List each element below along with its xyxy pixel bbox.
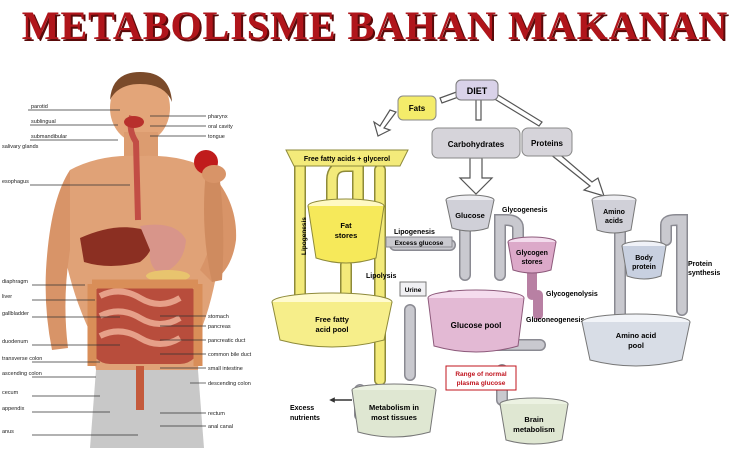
- label-protein-synthesis-1: Protein: [688, 261, 712, 268]
- label-esophagus: esophagus: [2, 179, 29, 185]
- label-descending-colon: descending colon: [208, 381, 251, 387]
- label-glycogenesis: Glycogenesis: [502, 207, 548, 214]
- label-free-fatty-acid-pool-1: Free fatty: [315, 315, 350, 324]
- label-glycogen-stores-2: stores: [521, 259, 542, 266]
- label-urine: Urine: [405, 287, 422, 294]
- glucose-container: Glucose: [445, 194, 495, 232]
- range-normal-plasma-glucose-box: Range of normal plasma glucose: [445, 365, 517, 391]
- label-lipolysis: Lipolysis: [366, 273, 396, 280]
- label-amino-acids-2: acids: [605, 218, 623, 225]
- arrow-fats-to-fatty-acids: [372, 109, 397, 137]
- label-salivary-glands: salivary glands: [2, 144, 39, 150]
- glucose-pool-container: Glucose pool: [427, 289, 525, 353]
- proteins-box: Proteins: [521, 127, 573, 157]
- label-amino-acid-pool-1: Amino acid: [616, 331, 657, 340]
- label-stomach: stomach: [208, 314, 229, 320]
- label-carbohydrates: Carbohydrates: [448, 140, 505, 149]
- label-diaphragm: diaphragm: [2, 279, 28, 285]
- metabolism-tissues-container: Metabolism in most tissues: [351, 383, 437, 438]
- label-brain-metabolism-2: metabolism: [513, 425, 555, 434]
- label-metabolism-tissues-1: Metabolism in: [369, 403, 419, 412]
- carbohydrates-box: Carbohydrates: [431, 127, 521, 159]
- label-range-normal-2: plasma glucose: [457, 380, 506, 387]
- glycogen-stores-container: Glycogen stores: [507, 236, 557, 274]
- label-anal-canal: anal canal: [208, 424, 233, 430]
- digestive-system-illustration: salivary glands parotid sublingual subma…: [2, 72, 252, 448]
- urine-flask: Urine: [399, 281, 427, 297]
- label-body-protein-2: protein: [632, 264, 656, 271]
- label-metabolism-tissues-2: most tissues: [371, 413, 417, 422]
- amino-acid-pool-container: Amino acid pool: [581, 313, 691, 367]
- label-free-fatty-acid-pool-2: acid pool: [316, 325, 349, 334]
- label-diet: DIET: [467, 86, 488, 96]
- label-brain-metabolism-1: Brain: [524, 415, 544, 424]
- label-glucose-pool: Glucose pool: [451, 321, 502, 330]
- label-submandibular: submandibular: [31, 134, 67, 140]
- label-tongue: tongue: [208, 134, 225, 140]
- amino-acids-container: Amino acids: [591, 194, 637, 234]
- label-anus: anus: [2, 429, 14, 435]
- label-fat-stores-2: stores: [335, 231, 358, 240]
- label-excess-nutrients-1: Excess: [290, 405, 314, 412]
- fatty-acids-glycerol-tray: Free fatty acids + glycerol: [285, 149, 409, 167]
- label-amino-acid-pool-2: pool: [628, 341, 644, 350]
- label-glycogen-stores-1: Glycogen: [516, 250, 548, 257]
- label-cecum: cecum: [2, 390, 19, 396]
- label-body-protein-1: Body: [635, 255, 653, 262]
- label-sublingual: sublingual: [31, 119, 56, 125]
- label-fat-stores-1: Fat: [340, 221, 352, 230]
- label-lipogenesis: Lipogenesis: [394, 229, 435, 236]
- label-liver: liver: [2, 294, 12, 300]
- label-fats: Fats: [409, 104, 426, 113]
- label-excess-glucose: Excess glucose: [395, 240, 444, 247]
- fats-box: Fats: [397, 95, 437, 121]
- label-gallbladder: gallbladder: [2, 311, 29, 317]
- body-protein-container: Body protein: [621, 240, 667, 280]
- label-common-bile-duct: common bile duct: [208, 352, 252, 358]
- label-excess-nutrients-2: nutrients: [290, 415, 320, 422]
- label-amino-acids-1: Amino: [603, 209, 625, 216]
- label-parotid: parotid: [31, 104, 48, 110]
- label-range-normal-1: Range of normal: [455, 371, 506, 378]
- label-rectum: rectum: [208, 411, 225, 417]
- label-glucose: Glucose: [455, 211, 485, 220]
- label-free-fatty-acids-glycerol: Free fatty acids + glycerol: [304, 156, 390, 163]
- arrow-diet-to-carbs: [475, 97, 482, 121]
- free-fatty-acid-pool-container: Free fatty acid pool: [271, 292, 393, 348]
- metabolism-flow-diagram: DIET Fats Carbohydrates Proteins Free fa…: [271, 79, 720, 445]
- label-protein-synthesis-2: synthesis: [688, 270, 720, 277]
- excess-glucose-pipe-label: Excess glucose: [385, 236, 453, 248]
- label-gluconeogenesis: Gluconeogenesis: [526, 317, 584, 324]
- label-small-intestine: small intestine: [208, 366, 243, 372]
- label-glycogenolysis: Glycogenolysis: [546, 291, 598, 298]
- label-appendix: appendix: [2, 406, 25, 412]
- label-transverse-colon: transverse colon: [2, 356, 42, 362]
- page-title: METABOLISME BAHAN MAKANAN: [21, 3, 729, 48]
- label-ascending-colon: ascending colon: [2, 371, 42, 377]
- label-oral-cavity: oral cavity: [208, 124, 233, 130]
- diet-box: DIET: [455, 79, 499, 101]
- fat-stores-container: Fat stores: [307, 198, 385, 264]
- label-pancreas: pancreas: [208, 324, 231, 330]
- label-lipogenesis-vertical: Lipogenesis: [301, 217, 308, 255]
- label-proteins: Proteins: [531, 139, 564, 148]
- digestive-organs: [80, 115, 203, 410]
- anatomy-label-lines: [28, 109, 206, 436]
- brain-metabolism-container: Brain metabolism: [499, 397, 569, 445]
- arrow-carbs-to-glucose: [458, 157, 494, 195]
- label-duodenum: duodenum: [2, 339, 28, 345]
- label-pancreatic-duct: pancreatic duct: [208, 338, 246, 344]
- label-pharynx: pharynx: [208, 114, 228, 120]
